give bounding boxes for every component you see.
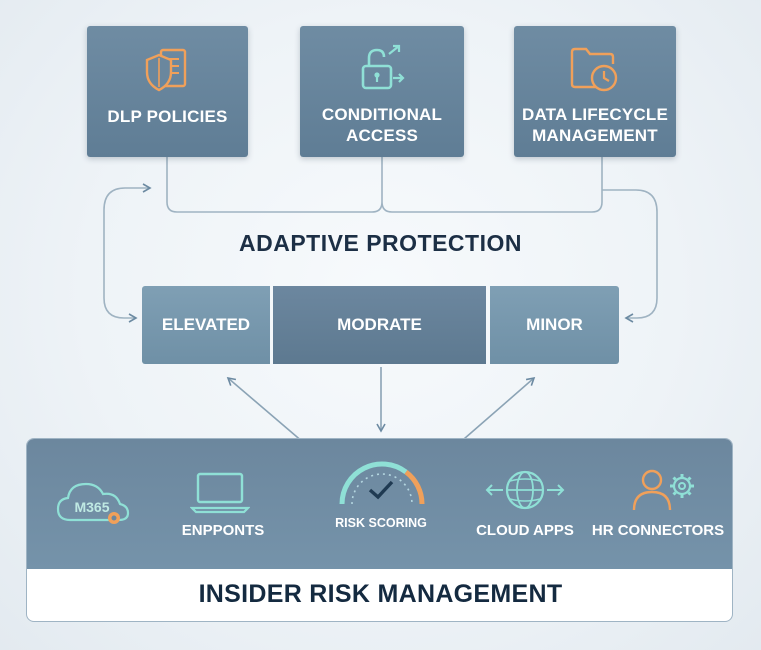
cloud-apps-label: CLOUD APPS bbox=[476, 522, 574, 539]
conditional-access-box[interactable]: CONDITIONAL ACCESS bbox=[300, 26, 464, 157]
risk-level-elevated[interactable]: ELEVATED bbox=[142, 286, 270, 364]
cloud-m365-icon: M365 bbox=[56, 482, 130, 524]
right-loop-arrow bbox=[602, 189, 658, 323]
dlp-policies-box[interactable]: DLP POLICIES bbox=[87, 26, 248, 157]
shield-document-icon bbox=[145, 48, 186, 92]
m365-text: M365 bbox=[74, 499, 109, 515]
irm-sources-band bbox=[27, 439, 732, 569]
folder-clock-icon bbox=[570, 47, 618, 92]
laptop-icon bbox=[190, 472, 250, 514]
policy-join-line bbox=[166, 157, 603, 213]
data-lifecycle-line2: MANAGEMENT bbox=[532, 126, 658, 145]
conditional-access-line1: CONDITIONAL bbox=[321, 105, 443, 124]
insider-risk-management-panel bbox=[26, 438, 733, 622]
risk-level-moderate[interactable]: MODRATE bbox=[273, 286, 486, 364]
person-gear-icon bbox=[632, 469, 694, 511]
risk-scoring-label: RISK SCORING bbox=[335, 516, 427, 530]
unlock-arrow-icon bbox=[361, 44, 405, 90]
dlp-policies-text: DLP POLICIES bbox=[107, 107, 228, 126]
endpoints-label: ENPPONTS bbox=[181, 522, 265, 539]
adaptive-protection-title: ADAPTIVE PROTECTION bbox=[239, 230, 522, 256]
data-lifecycle-line1: DATA LIFECYCLE bbox=[521, 105, 669, 124]
conditional-access-line2: ACCESS bbox=[345, 126, 419, 145]
globe-arrows-icon bbox=[485, 470, 565, 510]
insider-risk-management-title: INSIDER RISK MANAGEMENT bbox=[198, 580, 563, 608]
conditional-access-label: CONDITIONAL ACCESS bbox=[300, 104, 464, 146]
data-lifecycle-label: DATA LIFECYCLE MANAGEMENT bbox=[514, 104, 676, 146]
left-loop-arrow bbox=[103, 183, 152, 323]
risk-level-minor[interactable]: MINOR bbox=[490, 286, 619, 364]
gauge-check-icon bbox=[339, 461, 425, 505]
data-lifecycle-box[interactable]: DATA LIFECYCLE MANAGEMENT bbox=[514, 26, 676, 157]
hr-connectors-label: HR CONNECTORS bbox=[591, 522, 725, 539]
dlp-policies-label: DLP POLICIES bbox=[87, 106, 248, 127]
